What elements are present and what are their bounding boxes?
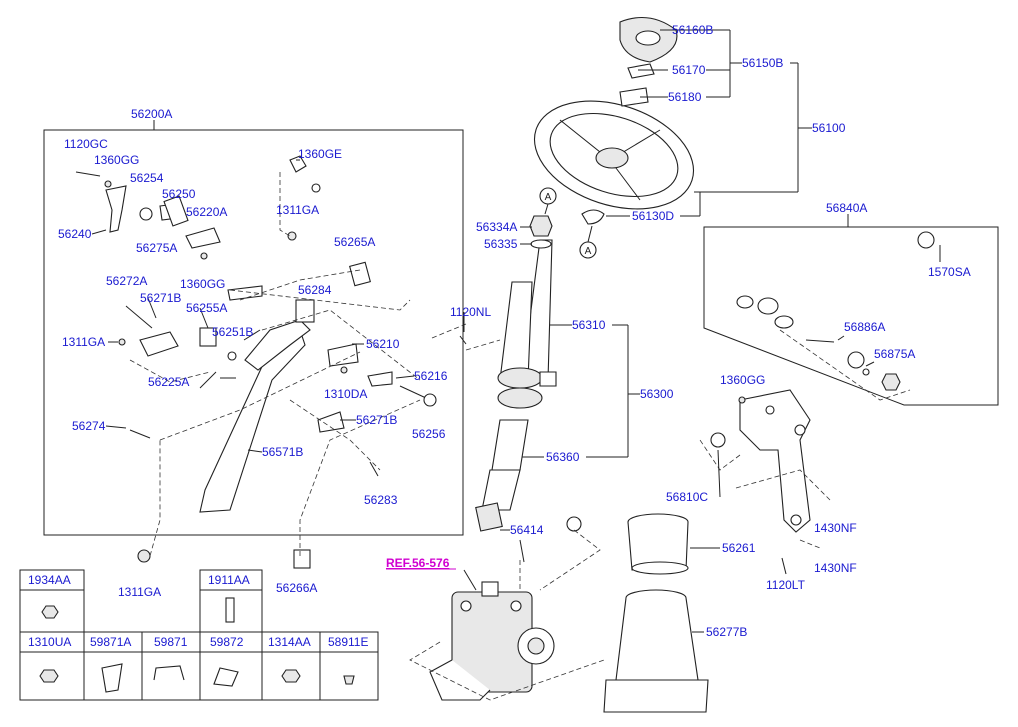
label-56334A: 56334A [476, 220, 517, 234]
label-56216: 56216 [414, 369, 448, 383]
label-1120GC: 1120GC [64, 137, 108, 151]
label-56272A: 56272A [106, 274, 147, 288]
label-56271B-a: 56271B [140, 291, 181, 305]
nut-small [738, 396, 746, 404]
label-56310: 56310 [572, 318, 606, 332]
label-56255A: 56255A [186, 301, 227, 315]
label-56360: 56360 [546, 450, 580, 464]
label-56300: 56300 [640, 387, 674, 401]
horn-ring [581, 209, 605, 225]
label-56275A: 56275A [136, 241, 177, 255]
label-1311GA-b: 1311GA [62, 335, 105, 349]
column-bracket [199, 319, 311, 513]
label-56170: 56170 [672, 63, 706, 77]
column-assembly-box [43, 129, 464, 536]
label-56571B: 56571B [262, 445, 303, 459]
label-1430NF-b: 1430NF [814, 561, 857, 575]
drag-link [566, 432, 726, 532]
label-1360GE: 1360GE [298, 147, 342, 161]
label-56180: 56180 [668, 90, 702, 104]
label-1430NF-a: 1430NF [814, 521, 857, 535]
ref-label[interactable]: REF.56-576 [386, 556, 450, 570]
tie-rod-box [703, 226, 999, 406]
table-cell-59872: 59872 [210, 635, 244, 649]
label-1311GA-a: 1311GA [276, 203, 319, 217]
label-56160B: 56160B [672, 23, 713, 37]
table-cell-59871: 59871 [154, 635, 188, 649]
horn-contact-plate [627, 63, 655, 79]
table-cell-59871A: 59871A [90, 635, 131, 649]
parts-table [19, 569, 379, 701]
label-1310DA: 1310DA [324, 387, 367, 401]
column-small-parts [75, 155, 467, 569]
horn-contact-spring [619, 87, 649, 107]
horn-pad [619, 16, 678, 63]
label-56283: 56283 [364, 493, 398, 507]
label-56335: 56335 [484, 237, 518, 251]
pitman-arm [739, 389, 811, 533]
label-56210: 56210 [366, 337, 400, 351]
callout-a-bottom: A [585, 246, 592, 257]
label-56200A: 56200A [131, 107, 172, 121]
label-56840A: 56840A [826, 201, 867, 215]
label-1360GG-c: 1360GG [720, 373, 765, 387]
label-56250: 56250 [162, 187, 196, 201]
steering-gear-box [429, 581, 555, 701]
label-1120LT: 1120LT [766, 578, 806, 592]
label-56240: 56240 [58, 227, 92, 241]
label-56875A: 56875A [874, 347, 915, 361]
label-56277B: 56277B [706, 625, 747, 639]
label-1120NL: 1120NL [450, 305, 491, 319]
label-56220A: 56220A [186, 205, 227, 219]
label-56284: 56284 [298, 283, 332, 297]
callout-a-top: A [545, 192, 552, 203]
label-1570SA: 1570SA [928, 265, 971, 279]
label-56100: 56100 [812, 121, 846, 135]
label-56261: 56261 [722, 541, 756, 555]
label-56810C: 56810C [666, 490, 708, 504]
label-56130D: 56130D [632, 209, 674, 223]
nut [529, 215, 553, 237]
steering-column [475, 239, 557, 532]
table-cell-58911E: 58911E [328, 635, 368, 649]
label-56256: 56256 [412, 427, 446, 441]
label-56150B: 56150B [742, 56, 783, 70]
label-56251B: 56251B [212, 325, 253, 339]
label-1360GG-b: 1360GG [180, 277, 225, 291]
dust-boot [627, 513, 689, 575]
table-cell-1314AA: 1314AA [268, 635, 311, 649]
steering-wheel [533, 100, 695, 210]
label-56254: 56254 [130, 171, 164, 185]
label-56271B-b: 56271B [356, 413, 397, 427]
label-56225A: 56225A [148, 375, 189, 389]
guide-lines [129, 172, 911, 701]
label-56265A: 56265A [334, 235, 375, 249]
label-56886A: 56886A [844, 320, 885, 334]
label-56274: 56274 [72, 419, 106, 433]
label-1311GA-c: 1311GA [118, 585, 161, 599]
table-cell-1934AA: 1934AA [28, 573, 71, 587]
label-56266A: 56266A [276, 581, 317, 595]
label-56414: 56414 [510, 523, 544, 537]
leader-lines [91, 29, 941, 633]
table-cell-1911AA: 1911AA [208, 573, 250, 587]
upper-tie-rod [736, 231, 935, 391]
table-cell-1310UA: 1310UA [28, 635, 71, 649]
column-cover [603, 589, 709, 713]
washer [530, 239, 552, 249]
label-1360GG-a: 1360GG [94, 153, 139, 167]
